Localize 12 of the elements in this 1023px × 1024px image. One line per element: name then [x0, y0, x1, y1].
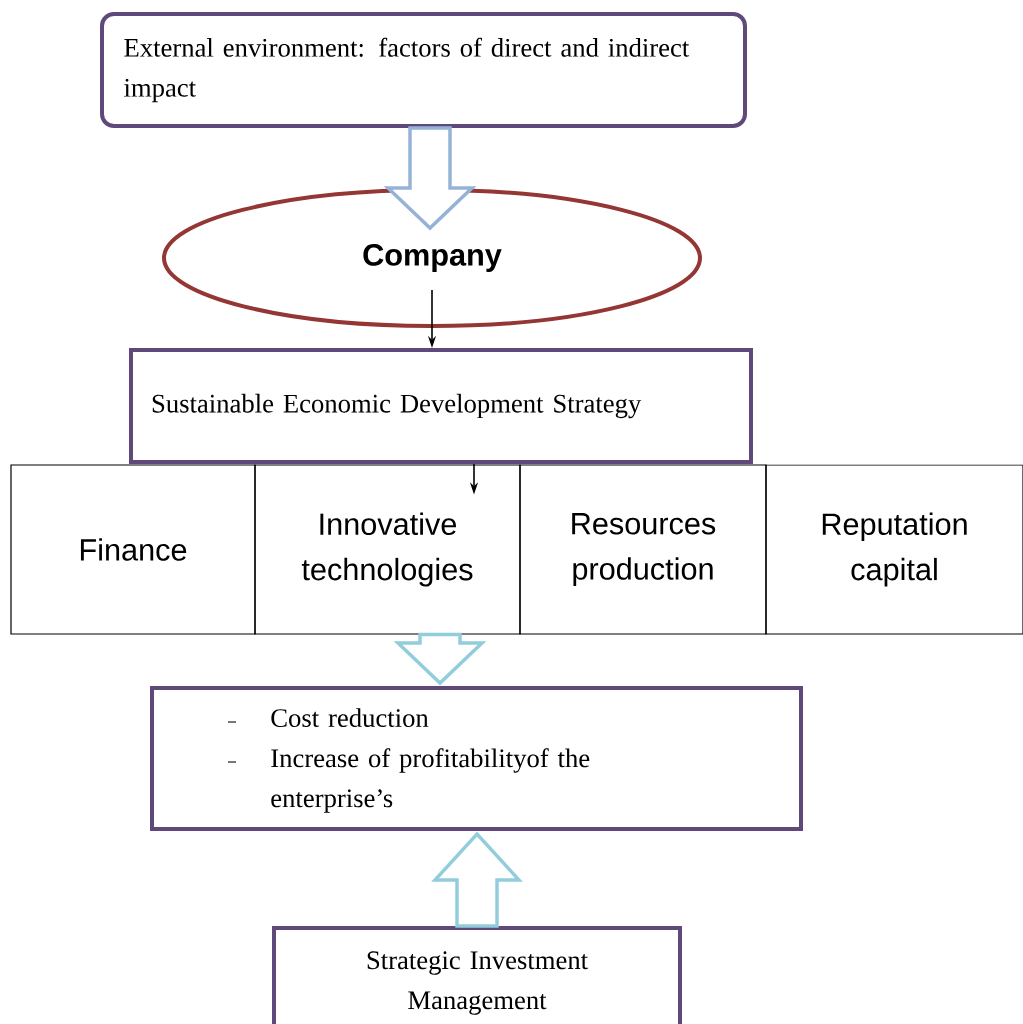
table-cell: Innovative technologies — [254, 464, 521, 635]
block-arrow — [431, 831, 523, 928]
text-box: Sustainable Economic Development Strategy — [129, 348, 753, 464]
block-arrow — [383, 126, 477, 231]
table-cell: Resources production — [519, 464, 767, 635]
list-item: Increase of profitabilityof the enterprise’s — [271, 748, 590, 813]
table-cell: Finance — [10, 464, 256, 635]
text-box: External environment: factors of direct and indirect impact — [100, 12, 747, 128]
text-box: Strategic Investment Management — [272, 926, 682, 1024]
block-arrow — [393, 632, 487, 686]
list-item: Cost reduction — [271, 708, 429, 728]
table-cell: Reputation capital — [765, 464, 1023, 635]
